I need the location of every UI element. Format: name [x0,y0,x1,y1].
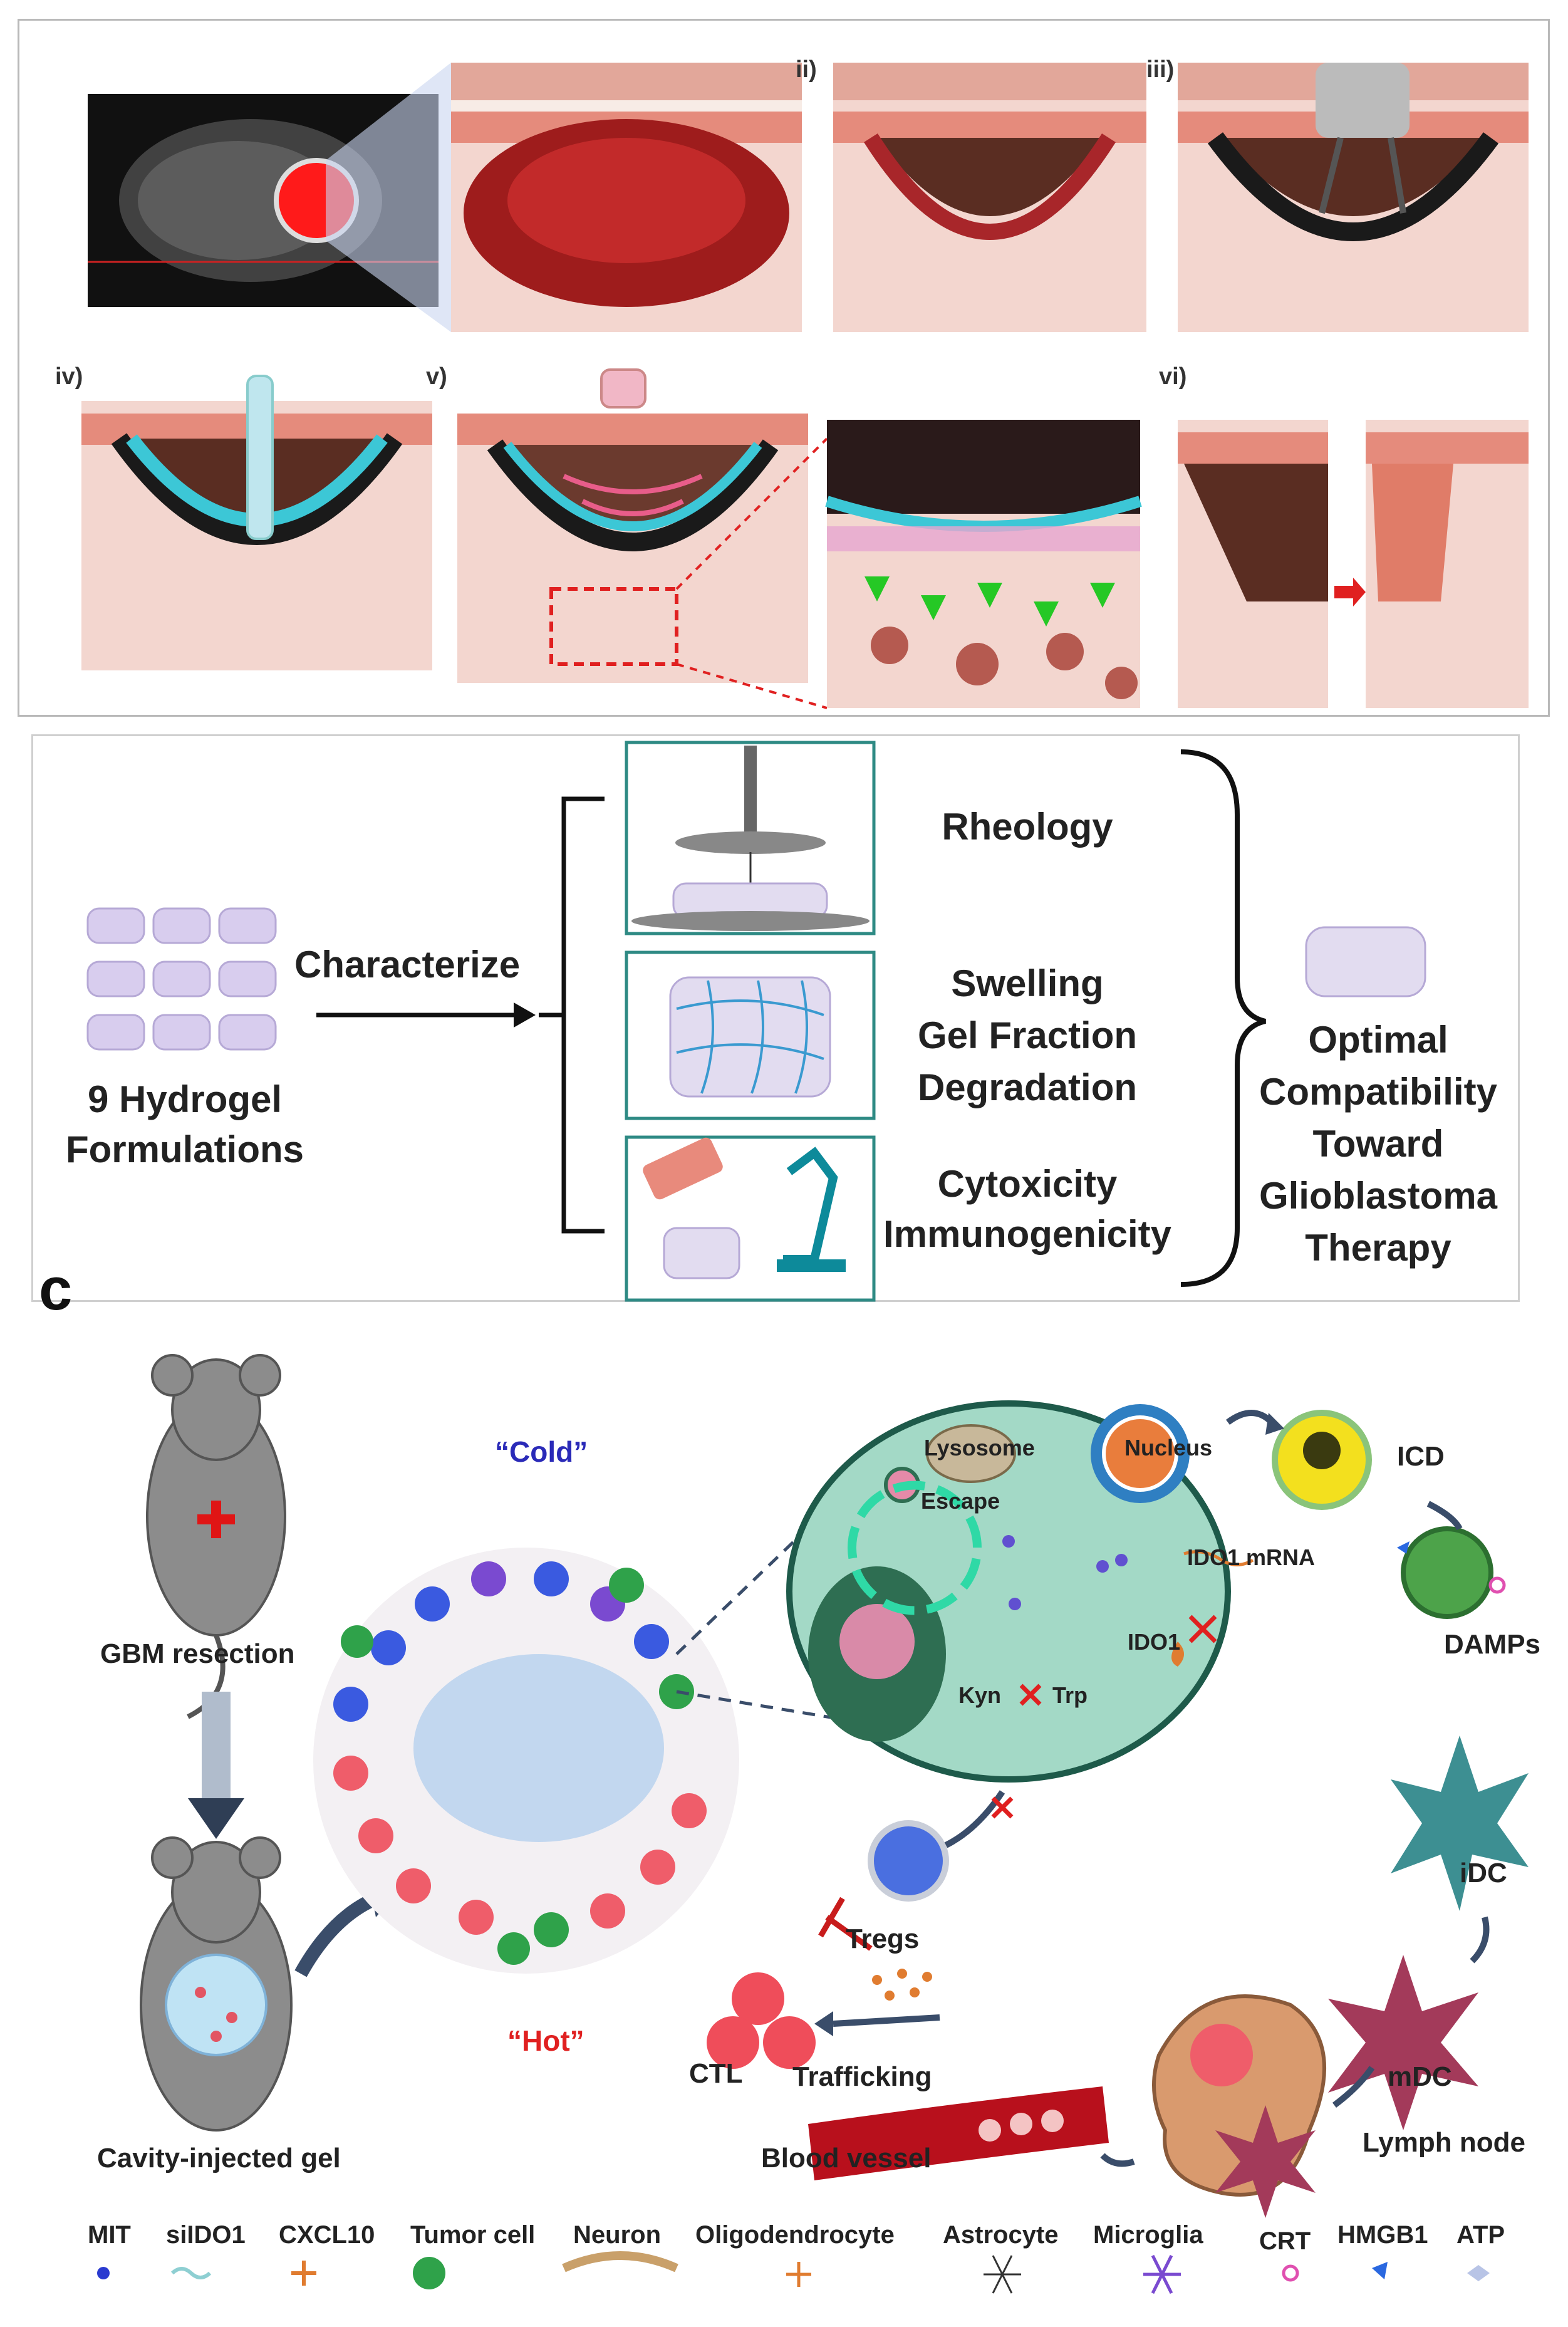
step-iv-tile [81,375,432,670]
test-immunogenicity: Immunogenicity [883,1213,1172,1255]
legend-cxcl10: CXCL10 [279,2221,375,2249]
mitochondrion [926,1424,1016,1483]
test-gel-fraction: Gel Fraction [917,1014,1138,1056]
to-tumor-arrow [294,1892,379,1977]
damps-label: DAMPs [1444,1629,1541,1660]
damps-cell [1401,1526,1493,1619]
treg-cell [868,1820,949,1902]
idc-label: iDC [1460,1858,1507,1888]
legend-microglia: Microglia [1093,2221,1203,2249]
legend-astrocyte: Astrocyte [943,2221,1059,2249]
result-line-3: Toward [1312,1123,1444,1165]
legend-glyphs [97,2251,1490,2294]
legend-mit: MIT [88,2221,131,2249]
test-cytotoxicity: Cytoxicity [937,1163,1118,1205]
step-label-iv: iv) [55,363,83,390]
blood-vessel-label: Blood vessel [761,2143,932,2173]
tregs-label: Tregs [846,1924,920,1954]
optimal-disc [1305,926,1426,997]
step-v-tile [457,368,828,709]
injected-gel [165,1954,267,2056]
right-brace [1180,749,1267,1287]
test-swelling: Swelling [951,962,1104,1004]
legend-siido1: siIDO1 [166,2221,246,2249]
step-iii-tile [1178,63,1529,332]
step-label-v: v) [426,363,447,390]
ultrasound-device [600,368,646,409]
syringe-device [1316,63,1410,138]
hot-cells [333,1756,707,1965]
trafficking-label: Trafficking [792,2061,932,2092]
hydrogel-discs [86,907,277,1051]
treg-inhibit [818,1897,873,1951]
step-ii-tile [833,63,1146,332]
test-rheology: Rheology [942,806,1113,848]
zoom-tile [825,420,1142,708]
legend-hmgb1: HMGB1 [1337,2221,1428,2249]
characterize-label: Characterize [294,944,521,986]
step-label-ii: ii) [796,56,817,83]
down-gradient-arrow [202,1692,231,1798]
gel-core [413,1654,664,1842]
ido1-mrna-label: IDO1 mRNA [1187,1544,1316,1570]
cold-cells [333,1561,694,1722]
lysosome-label: Lysosome [924,1435,1035,1460]
result-line-2: Compatibility [1259,1071,1497,1113]
lymph-node-label: Lymph node [1363,2127,1525,2158]
ido1-label: IDO1 [1128,1629,1181,1655]
hydrogel-label-2: Formulations [65,1128,304,1170]
trafficking-arrow [833,2014,940,2027]
legend-crt: CRT [1259,2227,1311,2255]
legend-atp: ATP [1456,2221,1505,2249]
left-bracket [539,796,605,1234]
hydrogel-label-1: 9 Hydrogel [87,1078,283,1120]
ctl-label: CTL [689,2058,743,2089]
result-line-4: Glioblastoma [1259,1175,1498,1217]
icd-label: ICD [1397,1441,1445,1472]
legend-oligodendrocyte: Oligodendrocyte [695,2221,895,2249]
escape-loop [848,1481,982,1615]
blood-vessel [808,2086,1109,2180]
step-label-vi: vi) [1159,363,1187,390]
kyn-trp-block [1019,1684,1042,1706]
step-label-iii: iii) [1146,56,1175,83]
hot-label: “Hot” [507,2024,584,2057]
result-line-1: Optimal [1308,1019,1448,1061]
test-degradation: Degradation [917,1066,1138,1108]
mdc-cell [1328,1955,1478,2130]
zoom-cone [326,63,451,332]
kyn-label: Kyn [958,1682,1002,1708]
legend-tumor-cell: Tumor cell [410,2221,536,2249]
mdc-label: mDC [1388,2061,1452,2092]
panel-c-letter: c [39,1256,73,1323]
result-line-5: Therapy [1305,1227,1451,1269]
trp-label: Trp [1052,1682,1088,1708]
step-i-tile [451,63,802,332]
recovery-arrow [1334,578,1366,606]
escape-label: Escape [921,1488,1000,1514]
idc-cell [1391,1736,1529,1911]
legend-neuron: Neuron [573,2221,661,2249]
resection-cross-h [197,1514,235,1524]
ctl-cells [707,1972,816,2069]
injector [246,375,274,540]
gbm-resection-label: GBM resection [100,1638,295,1669]
cavity-gel-label: Cavity-injected gel [97,2143,341,2173]
nucleus-label: Nucleus [1124,1435,1213,1460]
ido1-mark [1188,1615,1217,1643]
zoom-marker [549,587,678,666]
cold-label: “Cold” [495,1435,588,1468]
step-vi-tile [1178,420,1529,708]
